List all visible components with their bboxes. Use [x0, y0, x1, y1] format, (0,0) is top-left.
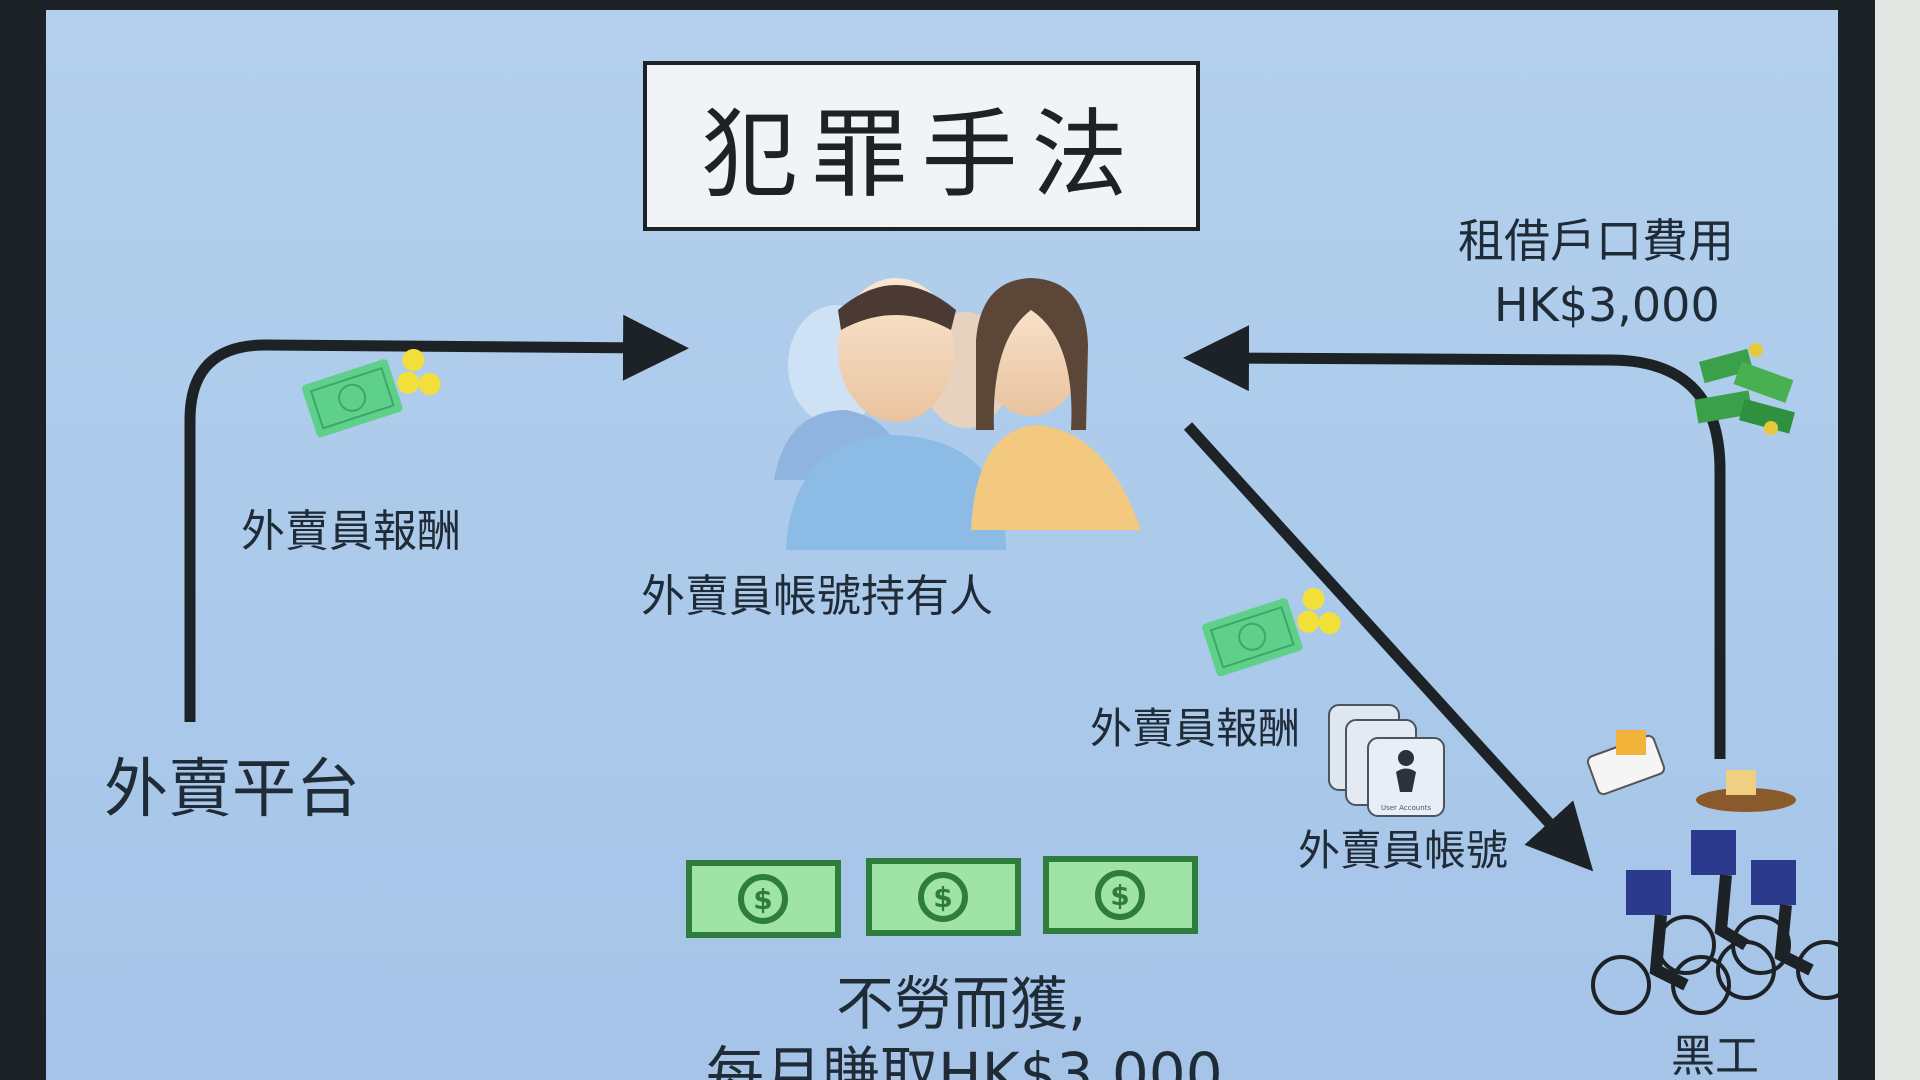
title-box: 犯罪手法 [643, 61, 1200, 231]
background-wall [1875, 0, 1920, 1080]
money-stack-icon [1694, 343, 1795, 435]
svg-text:$: $ [753, 883, 772, 916]
arrow-workers-to-holder [1183, 325, 1726, 759]
rental-fee-label: 租借戶口費用 [1458, 214, 1734, 268]
cash-coins-icon [1202, 587, 1341, 677]
holder-label: 外賣員帳號持有人 [641, 571, 993, 622]
diagram-graphics: User Accounts $ $ $ [184, 278, 1838, 1015]
dollar-bill-icon: $ [686, 860, 841, 938]
food-delivery-icon [1586, 730, 1796, 812]
cash-coins-icon [302, 348, 441, 438]
slide-title: 犯罪手法 [701, 98, 1142, 211]
workers-label: 黑工 [1671, 1031, 1759, 1080]
presentation-slide: 犯罪手法 [46, 10, 1838, 1080]
account-label: 外賣員帳號 [1298, 826, 1509, 875]
arrow-platform-to-holder [184, 314, 689, 722]
people-group-icon [774, 278, 1141, 550]
reward-label-right: 外賣員報酬 [1090, 704, 1301, 753]
rental-fee-amount: HK$3,000 [1494, 278, 1720, 332]
summary-line1: 不勞而獲, [836, 970, 1087, 1038]
svg-text:$: $ [933, 881, 952, 914]
dollar-bill-icon: $ [1043, 856, 1198, 934]
dollar-bill-icon: $ [866, 858, 1021, 936]
svg-text:$: $ [1110, 879, 1129, 912]
platform-label: 外賣平台 [104, 753, 360, 827]
summary-line2: 每月賺取HK$3,000 [706, 1040, 1223, 1080]
delivery-riders-icon [1591, 830, 1838, 1015]
arrow-holder-to-workers [1183, 422, 1594, 872]
reward-label-left: 外賣員報酬 [241, 506, 461, 557]
account-card-text: User Accounts [1381, 804, 1431, 812]
user-accounts-icon: User Accounts [1328, 704, 1445, 817]
